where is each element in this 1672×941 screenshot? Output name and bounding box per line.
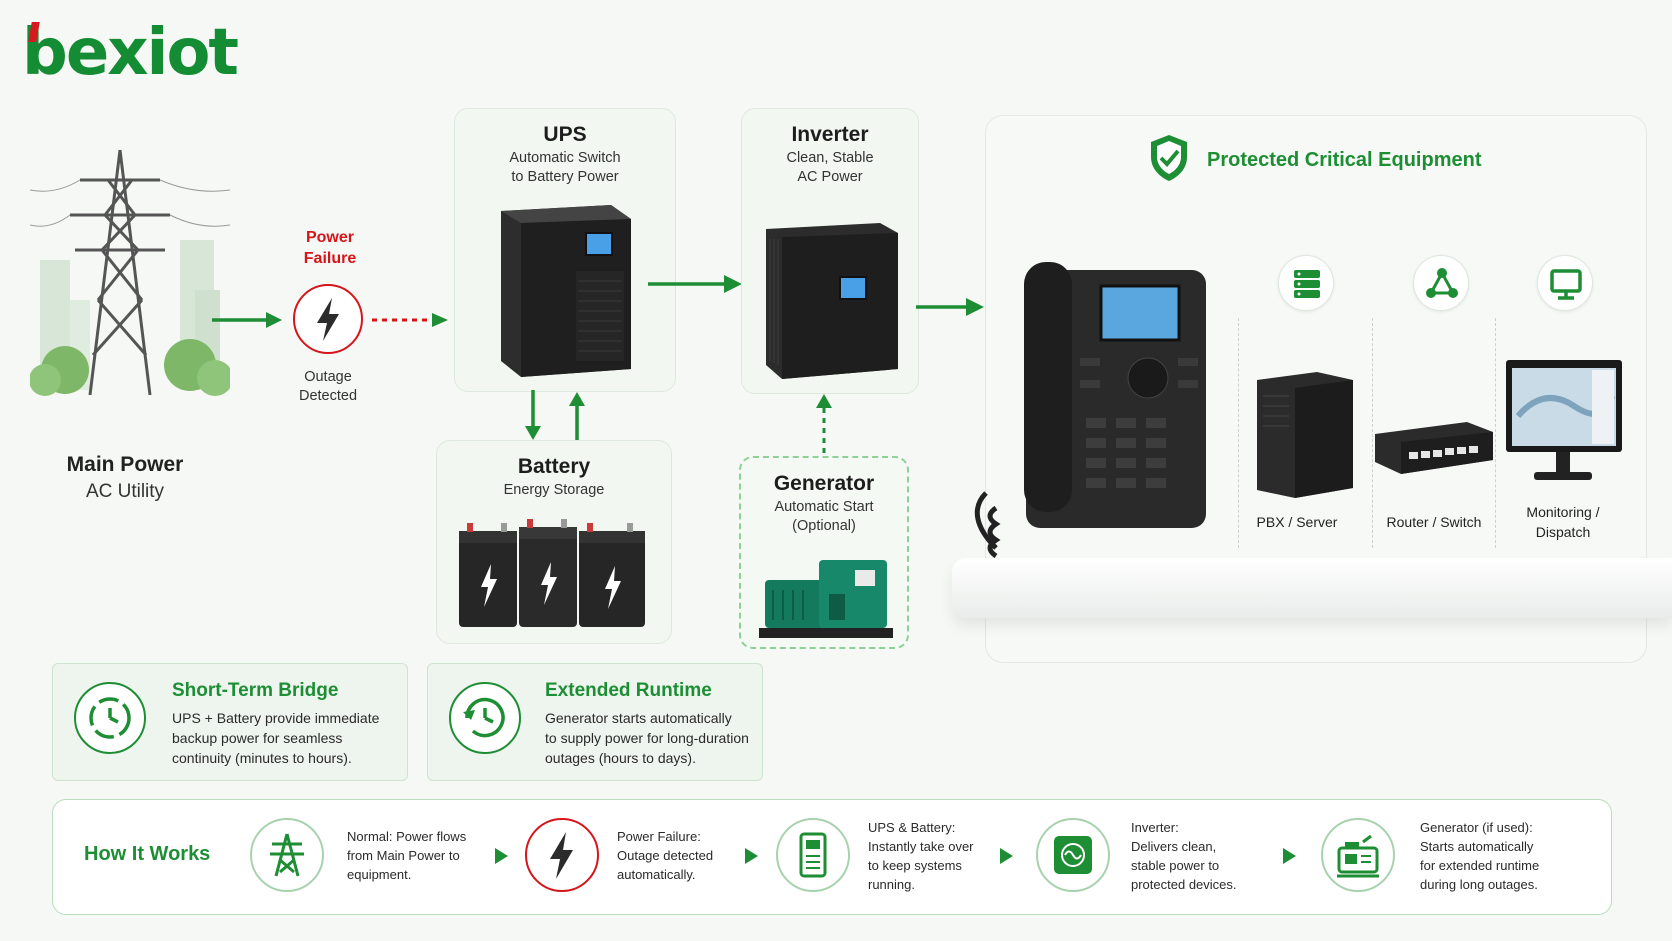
power-failure-icon [293, 284, 363, 354]
router-switch-illustration [1375, 422, 1493, 474]
lightning-icon [550, 832, 573, 879]
device-label-monitoring: Monitoring / Dispatch [1526, 504, 1600, 540]
clock-refresh-icon-badge [449, 682, 521, 754]
step-3-icon-badge [776, 818, 850, 892]
extended-title: Extended Runtime [545, 680, 712, 701]
clock-refresh-icon [463, 697, 505, 738]
ip-phone-illustration [974, 262, 1206, 559]
ups-unit-illustration [501, 205, 631, 377]
ups-unit-icon [799, 832, 827, 878]
sine-wave-icon [1054, 836, 1092, 874]
outage-detected-label: Outage Detected [298, 369, 358, 404]
power-failure-label: Power Failure [303, 229, 357, 267]
inverter-unit-illustration [766, 223, 898, 379]
generator-card: Generator Automatic Start (Optional) [739, 456, 909, 649]
inverter-subtitle: Clean, Stable AC Power [786, 150, 874, 185]
clock-cycle-icon [89, 697, 131, 739]
device-label-pbx: PBX / Server [1256, 514, 1338, 530]
network-icon-badge [1413, 255, 1469, 311]
generator-subtitle: Automatic Start (Optional) [774, 499, 874, 534]
generator-title: Generator [773, 472, 875, 495]
arrow-mainpower-to-failure [212, 312, 282, 328]
shield-check-icon [1151, 135, 1187, 181]
battery-subtitle: Energy Storage [503, 482, 605, 498]
how-it-works-title: How It Works [84, 843, 211, 865]
monitor-icon [1550, 269, 1582, 300]
extended-runtime-card: Extended Runtime Generator starts automa… [427, 663, 763, 781]
step-arrow-2 [745, 848, 758, 864]
arrows-ups-battery [525, 390, 585, 442]
monitor-icon-badge [1537, 255, 1593, 311]
generator-icon [1337, 834, 1379, 878]
extended-text: Generator starts automatically to supply… [545, 710, 749, 766]
step-4-text: Inverter: Delivers clean, stable power t… [1131, 820, 1237, 892]
inverter-title: Inverter [791, 123, 869, 146]
clock-cycle-icon-badge [74, 682, 146, 754]
step-1-text: Normal: Power flows from Main Power to e… [347, 829, 467, 882]
pbx-server-illustration [1257, 372, 1353, 498]
network-nodes-icon [1426, 268, 1458, 298]
arrow-generator-to-inverter [816, 394, 832, 454]
arrow-failure-to-ups [372, 313, 448, 327]
battery-illustration [459, 519, 645, 627]
step-4-icon-badge [1036, 818, 1110, 892]
main-power-subtitle: AC Utility [85, 481, 165, 502]
step-2-icon-badge [525, 818, 599, 892]
separator-1 [1238, 318, 1239, 548]
step-arrow-1 [495, 848, 508, 864]
step-1-icon-badge [250, 818, 324, 892]
main-power-title: Main Power [66, 453, 184, 476]
step-2-text: Power Failure: Outage detected automatic… [617, 829, 714, 882]
power-pylon-icon [29, 149, 233, 396]
power-tower-icon [270, 833, 304, 877]
generator-illustration [759, 560, 893, 638]
arrow-inverter-to-equipment [916, 298, 984, 316]
equipment-platform [952, 558, 1672, 618]
battery-card: Battery Energy Storage [436, 440, 672, 644]
main-power-illustration [29, 140, 233, 410]
step-5-icon-badge [1321, 818, 1395, 892]
battery-title: Battery [517, 455, 591, 478]
step-3-text: UPS & Battery: Instantly take over to ke… [868, 820, 974, 892]
ups-subtitle: Automatic Switch to Battery Power [509, 150, 621, 185]
short-term-text: UPS + Battery provide immediate backup p… [172, 710, 380, 766]
arrow-ups-to-inverter [648, 275, 742, 293]
logo-text: bexiot [22, 16, 239, 90]
separator-2 [1372, 318, 1373, 548]
step-arrow-4 [1283, 848, 1296, 864]
inverter-card: Inverter Clean, Stable AC Power [741, 108, 919, 394]
short-term-title: Short-Term Bridge [172, 680, 339, 701]
ups-card: UPS Automatic Switch to Battery Power [454, 108, 676, 392]
step-5-text: Generator (if used): Starts automaticall… [1420, 820, 1540, 892]
monitoring-display-illustration [1506, 360, 1622, 480]
server-icon-badge [1278, 255, 1334, 311]
separator-3 [1495, 318, 1496, 548]
device-label-router: Router / Switch [1386, 514, 1482, 530]
step-arrow-3 [1000, 848, 1013, 864]
protected-title: Protected Critical Equipment [1207, 149, 1482, 171]
ups-title: UPS [543, 123, 587, 146]
lightning-icon [317, 298, 339, 341]
short-term-bridge-card: Short-Term Bridge UPS + Battery provide … [52, 663, 408, 781]
server-icon [1294, 270, 1320, 298]
brand-logo: bexiot [22, 16, 239, 90]
